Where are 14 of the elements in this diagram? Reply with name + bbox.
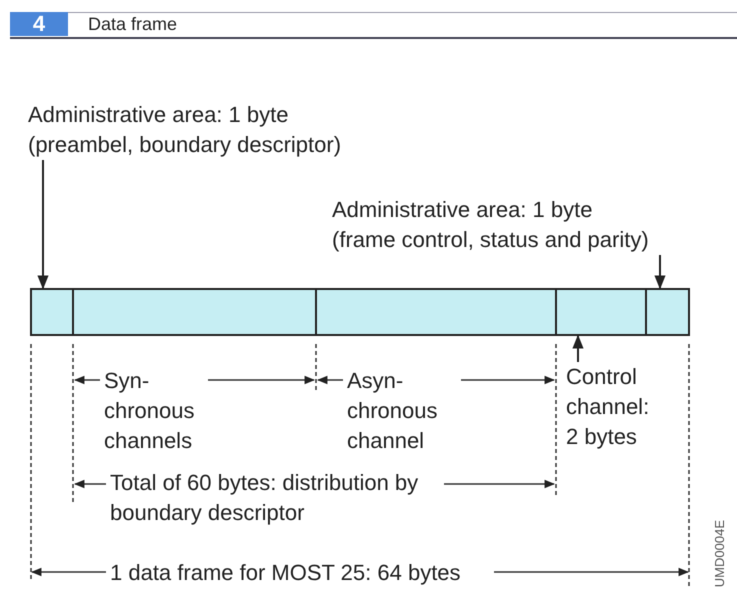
figure-code: UMD0004E [712,520,728,588]
figure-number: 4 [10,12,68,36]
frame-segment [30,288,74,336]
leader-arrow [572,334,584,362]
diagram-title: Data frame [88,13,178,36]
annotation-text: Administrative area: 1 byte (frame control, status and parity) [332,195,692,255]
annotation-text: Control channel: 2 bytes [566,362,666,452]
frame-segment [555,288,647,336]
frame-segment [72,288,317,336]
frame-segment [315,288,557,336]
leader-arrow [654,255,666,290]
leader-arrow [37,160,49,290]
annotation-text: Administrative area: 1 byte (preambel, boundary descriptor) [28,100,448,160]
frame-segment [645,288,690,336]
